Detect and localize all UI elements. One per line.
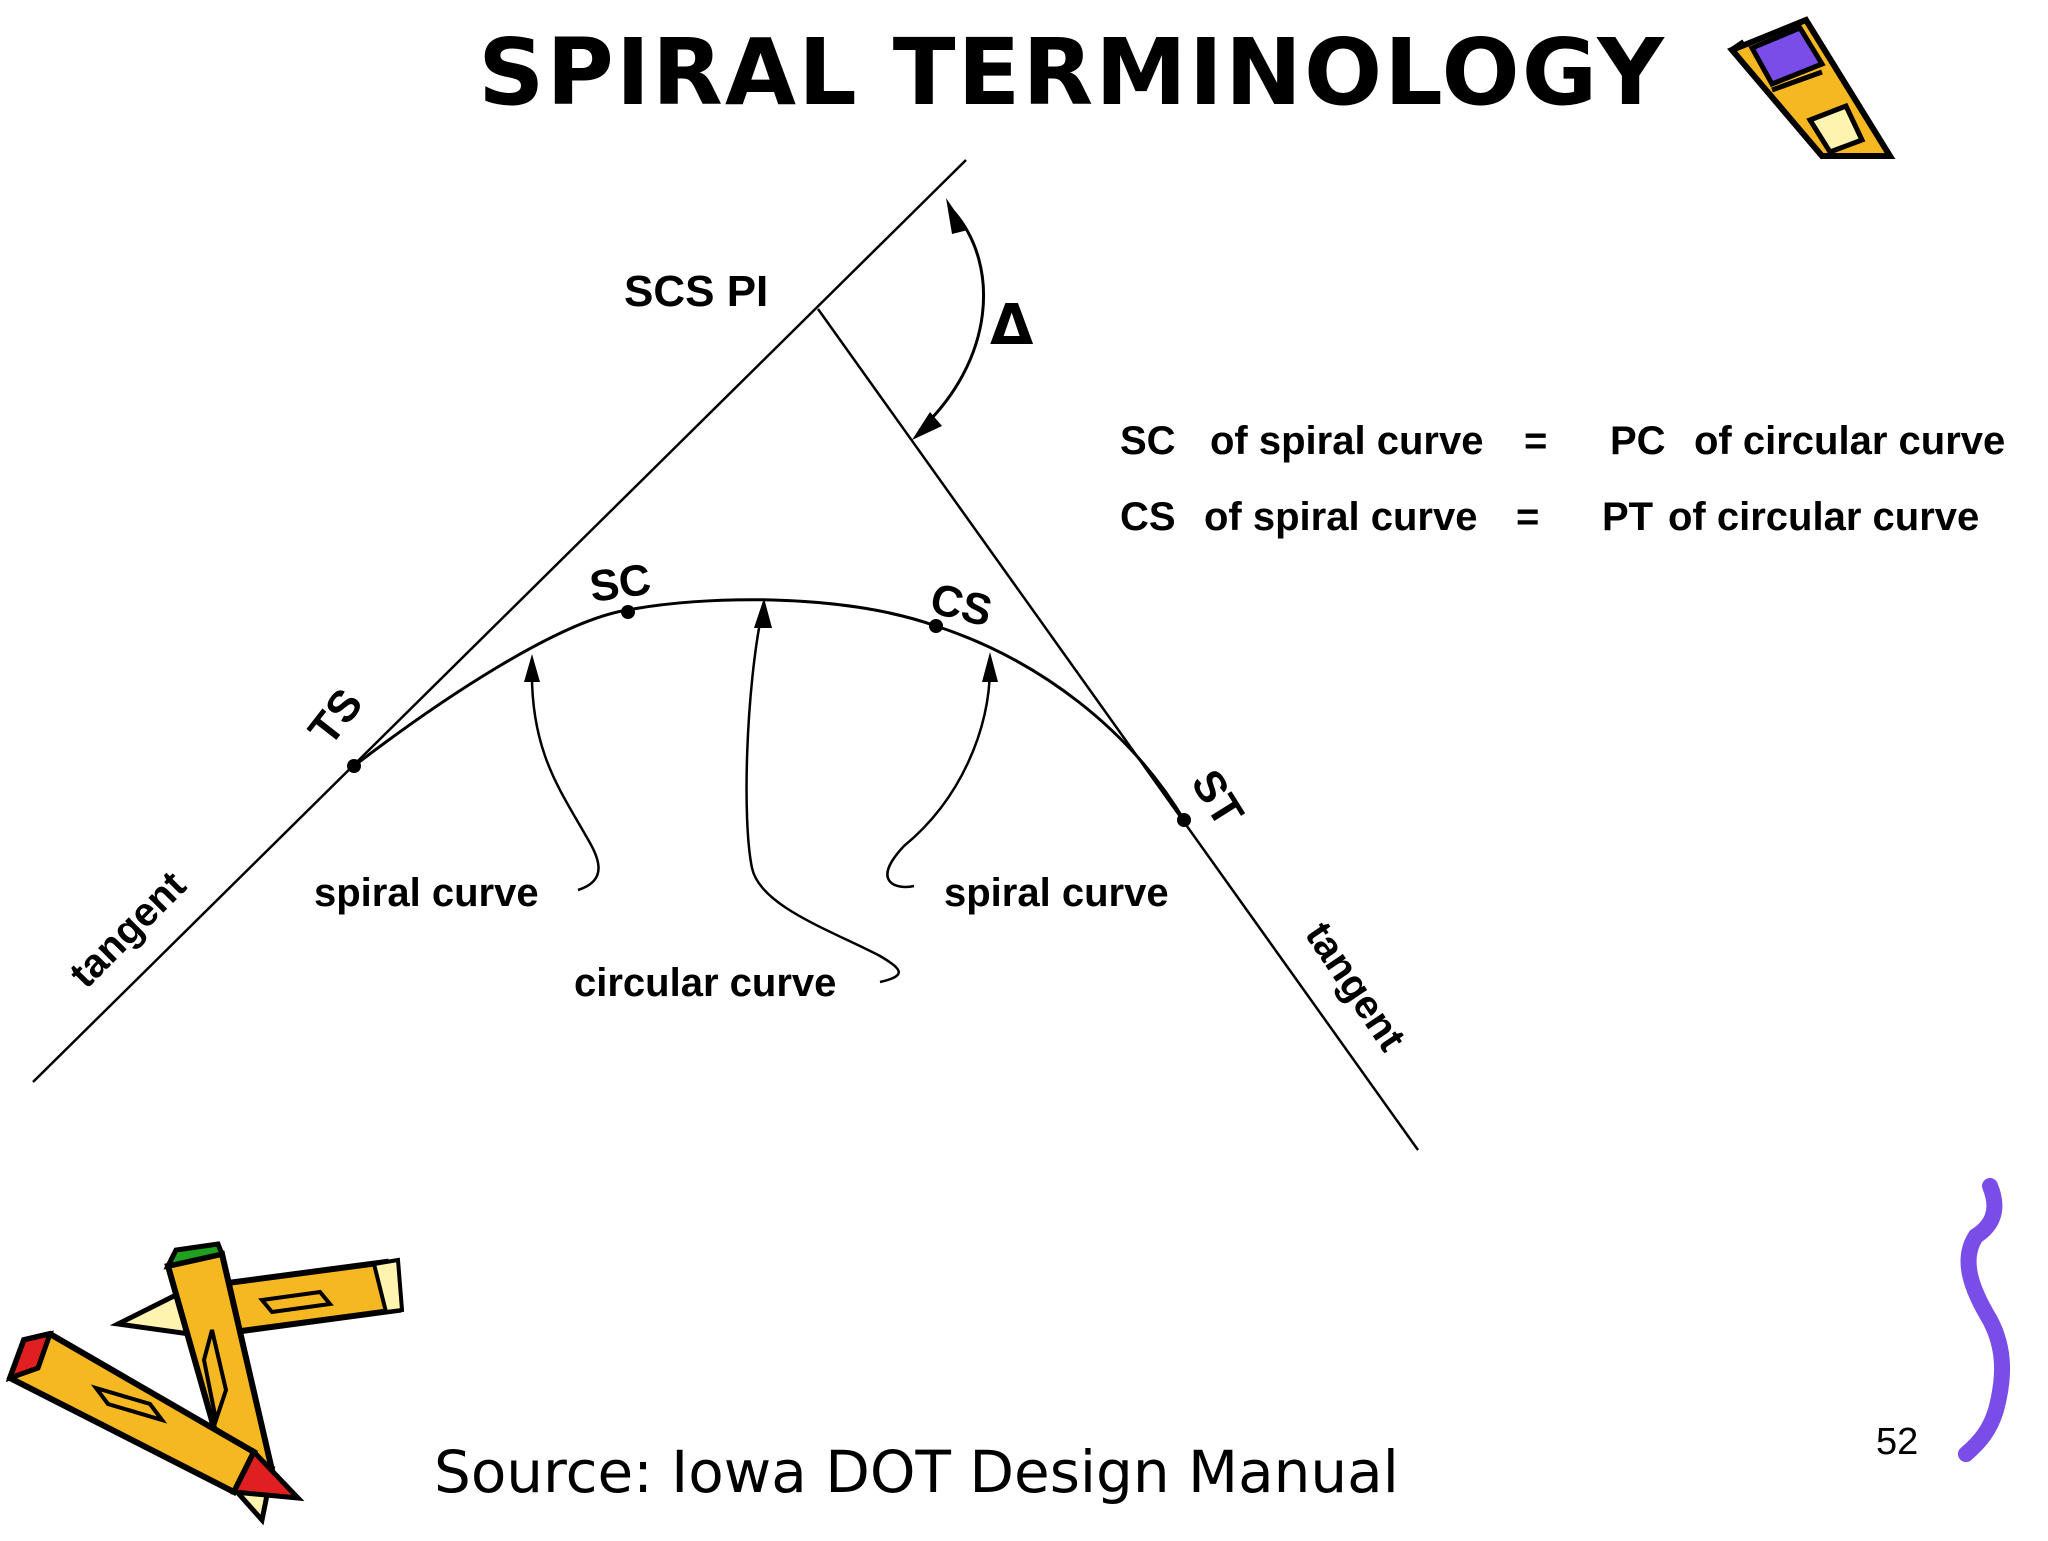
- legend-row2-rhs: of circular curve: [1668, 495, 1979, 539]
- legend-row2-term2: PT: [1602, 495, 1653, 539]
- legend: SC of spiral curve = PC of circular curv…: [1120, 419, 2005, 539]
- right-spiral-arrowhead: [982, 652, 998, 682]
- legend-row1-term: SC: [1120, 419, 1176, 463]
- right-spiral-leader: [886, 665, 992, 889]
- tangent-lines: [32, 159, 1420, 1151]
- legend-row1-lhs: of spiral curve: [1210, 419, 1483, 463]
- left-spiral-label: spiral curve: [314, 871, 539, 915]
- right-tangent-label: tangent: [1297, 914, 1414, 1058]
- crossed-pencils-icon: [5, 1241, 405, 1526]
- ts-point-marker: [347, 759, 361, 773]
- slide-title: SPIRAL TERMINOLOGY: [478, 19, 1666, 126]
- circular-curve-leader: [745, 611, 900, 984]
- ts-label: TS: [299, 680, 372, 754]
- legend-row2-term: CS: [1120, 495, 1176, 539]
- delta-symbol: Δ: [990, 293, 1034, 358]
- circular-curve-label: circular curve: [574, 961, 836, 1005]
- delta-angle-arc: [912, 198, 986, 440]
- source-caption: Source: Iowa DOT Design Manual: [434, 1438, 1399, 1506]
- st-point-marker: [1177, 813, 1191, 827]
- st-label: ST: [1182, 761, 1253, 835]
- legend-row2-lhs: of spiral curve: [1204, 495, 1477, 539]
- legend-row1-eq: =: [1524, 419, 1547, 463]
- legend-row2-eq: =: [1516, 495, 1539, 539]
- forward-tangent-line: [816, 308, 1420, 1151]
- left-tangent-label: tangent: [61, 863, 194, 996]
- spiral-curve-path: [353, 598, 1186, 821]
- legend-row1-term2: PC: [1610, 419, 1666, 463]
- pencil-icon: [1727, 16, 1896, 159]
- page-number: 52: [1876, 1421, 1918, 1463]
- circular-arrowhead: [754, 598, 772, 628]
- pi-label: SCS PI: [624, 267, 768, 316]
- leader-arrows: [530, 611, 992, 984]
- squiggle-icon: [1958, 1178, 2010, 1462]
- left-spiral-leader: [530, 665, 600, 892]
- back-tangent-line: [32, 159, 967, 1083]
- legend-row1-rhs: of circular curve: [1694, 419, 2005, 463]
- cs-point-marker: [929, 619, 943, 633]
- sc-point-marker: [621, 605, 635, 619]
- sc-label: SC: [587, 555, 654, 612]
- right-spiral-label: spiral curve: [944, 871, 1169, 915]
- left-spiral-arrowhead: [524, 654, 540, 682]
